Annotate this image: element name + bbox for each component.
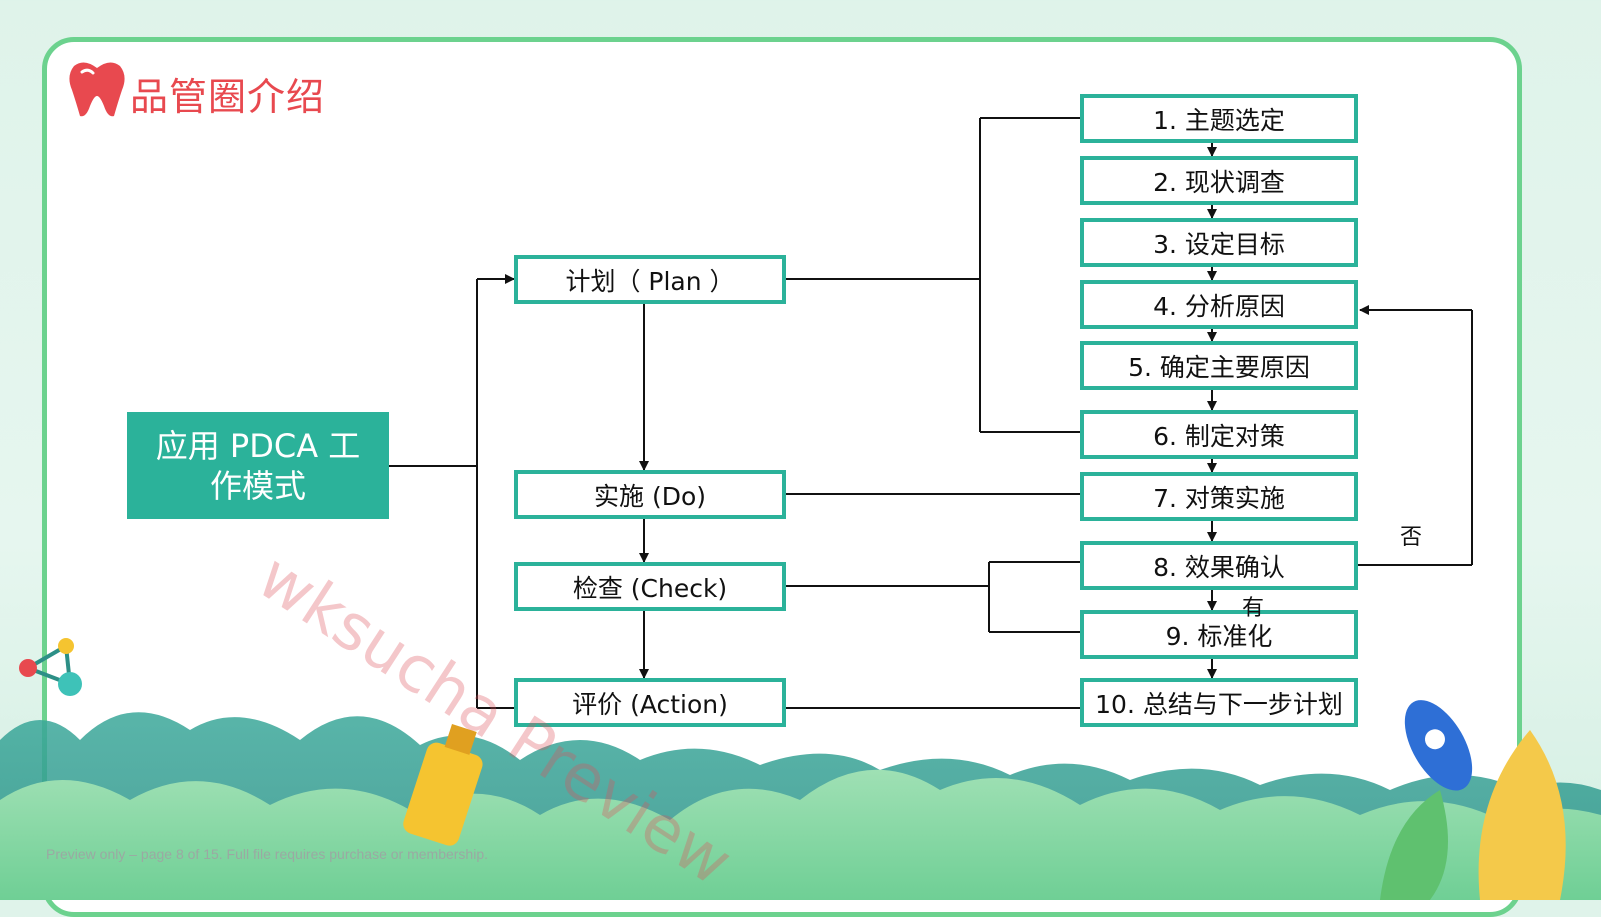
step-4-box: 4. 分析原因 [1080, 280, 1358, 329]
step-10-box: 10. 总结与下一步计划 [1080, 678, 1358, 727]
step-1-label: 1. 主题选定 [1153, 105, 1285, 135]
phase-do-label: 实施 (Do) [594, 481, 706, 511]
pdca-main-label: 应用 PDCA 工作模式 [155, 426, 361, 505]
step-9-label: 9. 标准化 [1165, 621, 1273, 651]
phase-do-box: 实施 (Do) [514, 470, 786, 519]
phase-action-label: 评价 (Action) [572, 689, 728, 719]
phase-check-label: 检查 (Check) [572, 573, 728, 603]
preview-footer: Preview only – page 8 of 15. Full file r… [46, 846, 488, 862]
step-7-box: 7. 对策实施 [1080, 472, 1358, 521]
step-2-label: 2. 现状调查 [1153, 167, 1285, 197]
step-8-box: 8. 效果确认 [1080, 541, 1358, 590]
branch-yes-label: 有 [1242, 596, 1265, 621]
step-9-box: 9. 标准化 [1080, 610, 1358, 659]
tooth-logo-icon [69, 62, 125, 117]
step-2-box: 2. 现状调查 [1080, 156, 1358, 205]
step-8-label: 8. 效果确认 [1153, 552, 1285, 582]
pdca-main-box: 应用 PDCA 工作模式 [127, 412, 389, 519]
step-3-box: 3. 设定目标 [1080, 218, 1358, 267]
step-4-label: 4. 分析原因 [1153, 291, 1285, 321]
step-3-label: 3. 设定目标 [1153, 229, 1285, 259]
step-5-box: 5. 确定主要原因 [1080, 341, 1358, 390]
step-1-box: 1. 主题选定 [1080, 94, 1358, 143]
phase-check-box: 检查 (Check) [514, 562, 786, 611]
step-10-label: 10. 总结与下一步计划 [1095, 689, 1343, 719]
step-6-label: 6. 制定对策 [1153, 421, 1285, 451]
step-5-label: 5. 确定主要原因 [1128, 352, 1310, 382]
step-7-label: 7. 对策实施 [1153, 483, 1285, 513]
phase-action-box: 评价 (Action) [514, 678, 786, 727]
branch-no-label: 否 [1400, 525, 1423, 550]
phase-plan-label: 计划（ Plan ） [565, 266, 735, 296]
step-6-box: 6. 制定对策 [1080, 410, 1358, 459]
page-title: 品管圈介绍 [130, 75, 326, 119]
phase-plan-box: 计划（ Plan ） [514, 255, 786, 304]
